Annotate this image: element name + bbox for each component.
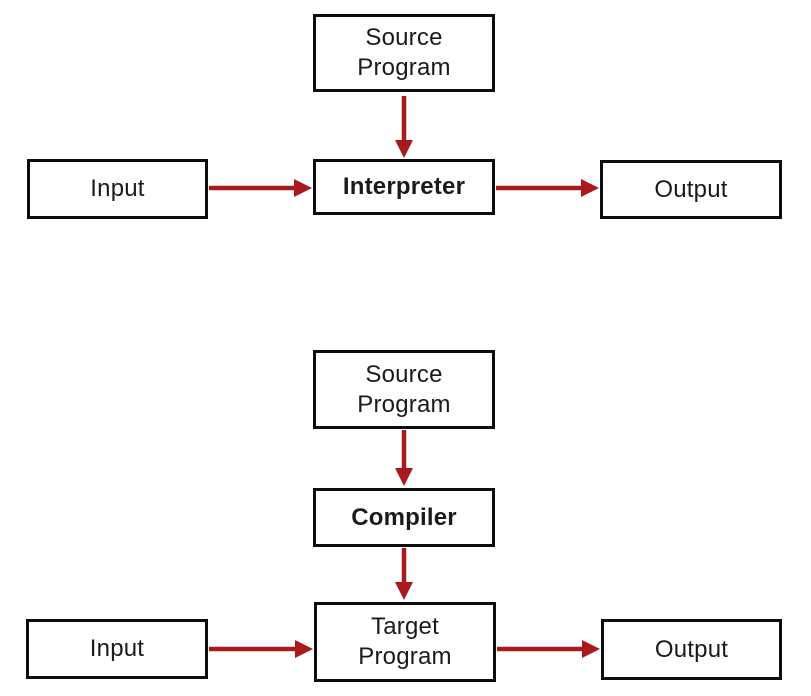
box-label-line: Source (365, 24, 443, 51)
arrow-target-to-output (497, 640, 600, 658)
box-source-program-interpreter-flow: Source Program (313, 14, 495, 92)
box-compiler: Compiler (313, 488, 495, 547)
box-output-compiler-flow: Output (601, 619, 782, 680)
arrow-source-to-interpreter (395, 96, 413, 158)
box-source-program-compiler-flow: Source Program (313, 350, 495, 429)
arrow-input-to-target (209, 640, 313, 658)
box-label-line: Program (358, 643, 452, 670)
box-label-line: Program (357, 390, 451, 418)
arrow-compiler-to-target (395, 548, 413, 600)
box-output-interpreter-flow: Output (600, 160, 782, 219)
box-label: Compiler (351, 503, 457, 531)
box-label: Output (654, 175, 728, 203)
box-label: Input (90, 175, 145, 202)
box-label: Interpreter (342, 173, 466, 200)
box-label: Output (654, 635, 729, 663)
box-interpreter: Interpreter (313, 159, 495, 215)
box-label-line: Source (365, 360, 443, 388)
box-label-line: Program (357, 54, 451, 81)
arrow-source-to-compiler (395, 430, 413, 486)
arrow-interpreter-to-output (496, 179, 599, 197)
arrow-input-to-interpreter (209, 179, 312, 197)
box-label: Input (89, 635, 145, 662)
box-input-interpreter-flow: Input (27, 159, 208, 219)
box-target-program: Target Program (314, 602, 496, 682)
box-input-compiler-flow: Input (26, 619, 208, 679)
box-label-line: Target (371, 613, 439, 640)
